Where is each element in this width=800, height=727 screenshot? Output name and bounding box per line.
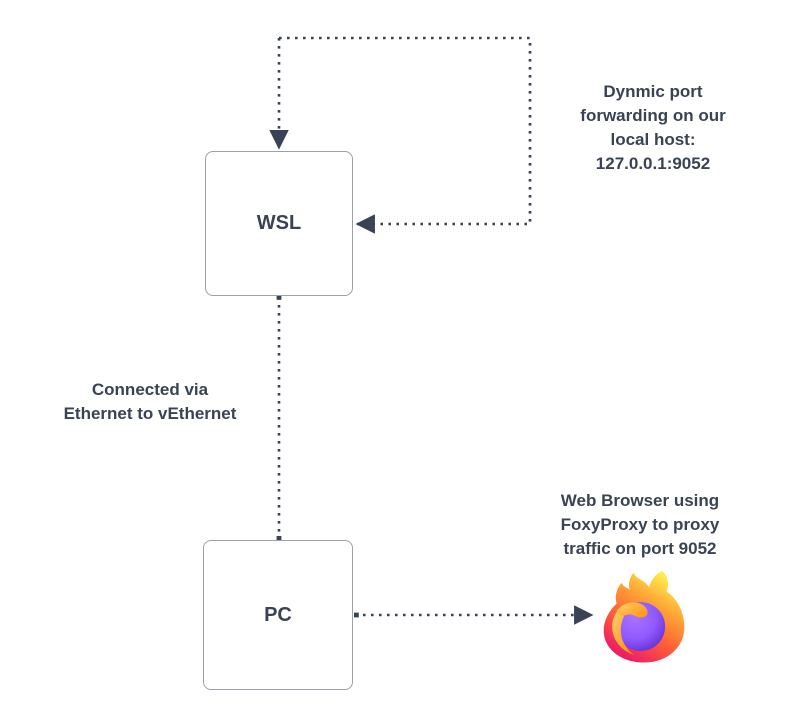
annotation-browser: Web Browser using FoxyProxy to proxy tra… bbox=[535, 489, 745, 561]
connector-endpoint-dot-top bbox=[276, 295, 282, 300]
connector-endpoint-dot-bottom bbox=[276, 536, 282, 541]
node-pc-label: PC bbox=[264, 603, 292, 626]
firefox-browser-icon bbox=[603, 570, 685, 663]
node-pc: PC bbox=[203, 540, 353, 690]
annotation-line: local host: bbox=[610, 130, 696, 149]
annotation-line: traffic on port 9052 bbox=[563, 539, 717, 558]
annotation-line: Web Browser using bbox=[560, 491, 720, 510]
annotation-line: Dynmic port bbox=[603, 82, 703, 101]
connector-loop-into-wsl-right bbox=[279, 36, 532, 234]
annotation-line: forwarding on our bbox=[580, 106, 726, 125]
annotation-ethernet: Connected via Ethernet to vEthernet bbox=[30, 378, 270, 426]
annotation-line: FoxyProxy to proxy bbox=[560, 515, 720, 534]
connector-endpoint-dot-pc bbox=[354, 612, 359, 618]
annotation-line: Ethernet to vEthernet bbox=[63, 404, 237, 423]
annotation-port-forwarding: Dynmic port forwarding on our local host… bbox=[548, 80, 758, 176]
node-wsl: WSL bbox=[205, 151, 353, 296]
annotation-line: 127.0.0.1:9052 bbox=[595, 154, 711, 173]
annotation-line: Connected via bbox=[91, 380, 209, 399]
node-wsl-label: WSL bbox=[256, 212, 302, 234]
